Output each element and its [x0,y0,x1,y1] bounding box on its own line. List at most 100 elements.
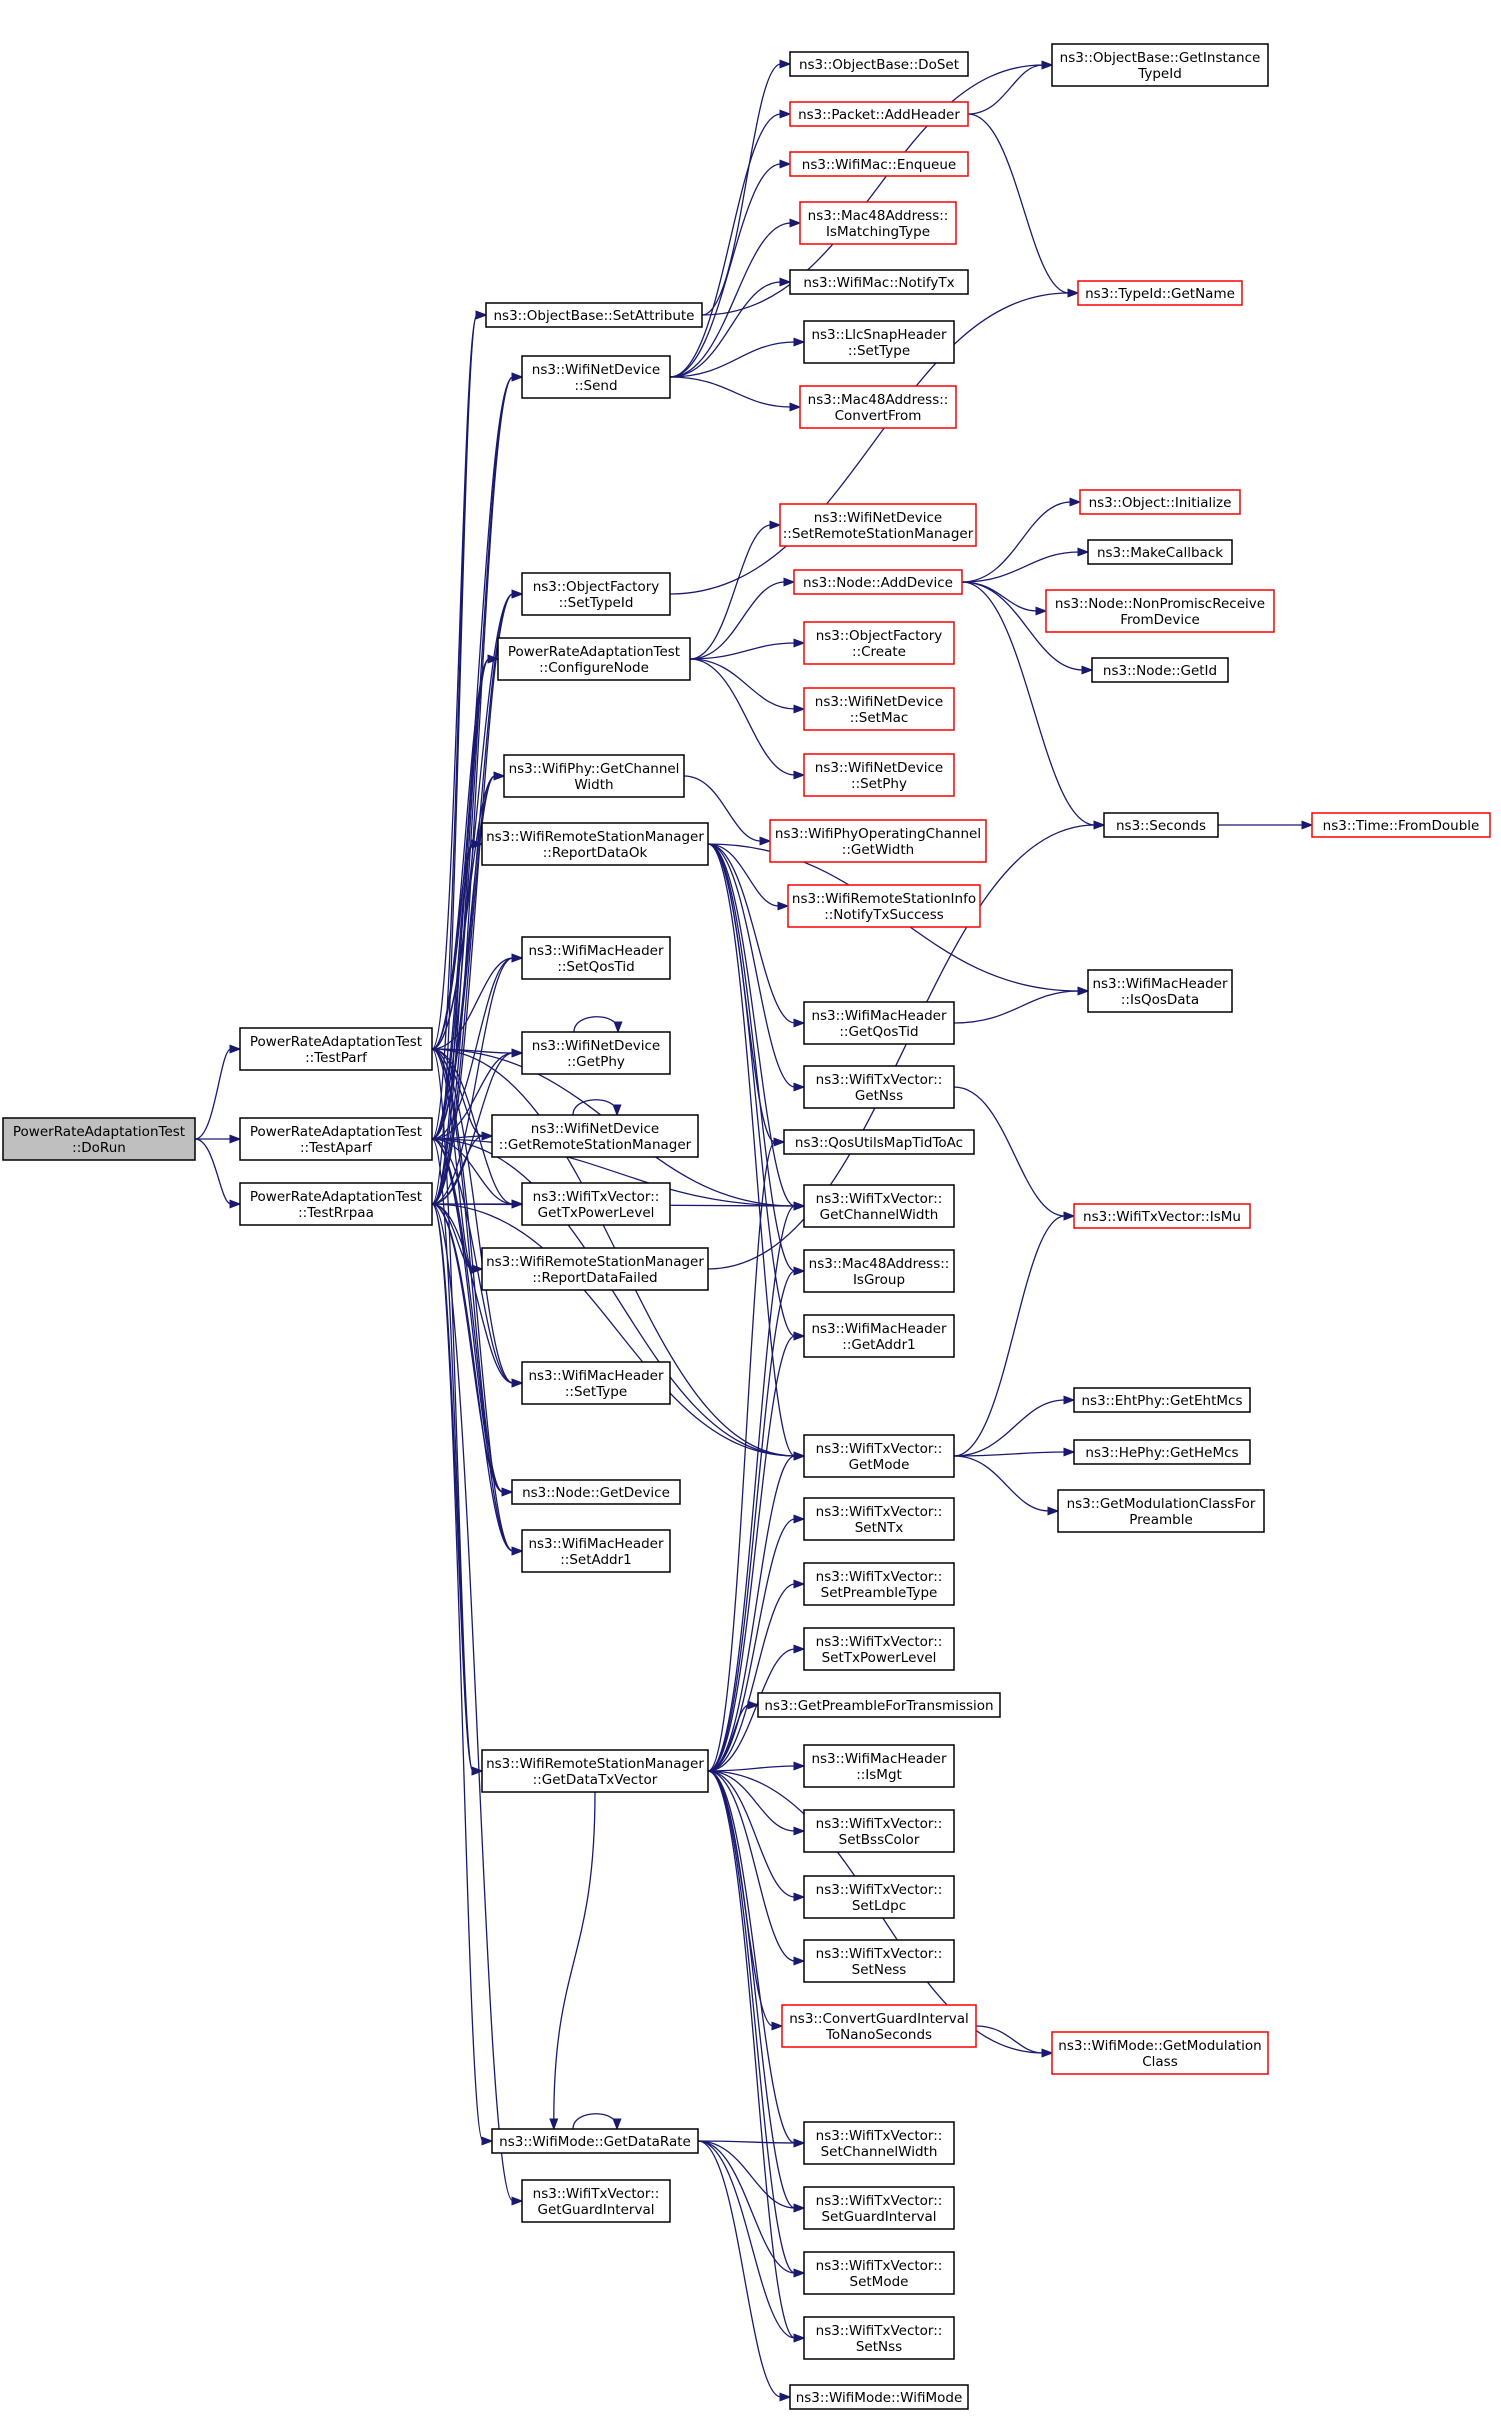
call-edge [689,520,782,660]
node-enqueue[interactable]: ns3::WifiMac::Enqueue [789,151,969,177]
node-wnd-setmac[interactable]: ns3::WifiNetDevice::SetMac [803,687,955,731]
node-label: SetMode [850,2274,909,2290]
call-edge [953,1447,1076,1457]
node-label: PowerRateAdaptationTest [508,644,680,660]
node-box [1073,1387,1251,1413]
node-label: ::Send [574,378,617,394]
node-isqosdata[interactable]: ns3::WifiMacHeader::IsQosData [1087,969,1233,1013]
node-doset[interactable]: ns3::ObjectBase::DoSet [789,51,969,77]
node-label: ns3::WifiMac::Enqueue [802,157,956,173]
node-settxpowerlevel[interactable]: ns3::WifiTxVector::SetTxPowerLevel [803,1627,955,1671]
call-edge [707,1137,786,1772]
node-typeid-getname[interactable]: ns3::TypeId::GetName [1077,280,1243,306]
node-box [2,1117,196,1161]
node-setattribute[interactable]: ns3::ObjectBase::SetAttribute [485,302,703,328]
node-getdatatxvector[interactable]: ns3::WifiRemoteStationManager::GetDataTx… [481,1749,709,1793]
node-box [1051,43,1269,87]
node-notifytxsuccess[interactable]: ns3::WifiRemoteStationInfo::NotifyTxSucc… [787,884,981,928]
node-wnd-send[interactable]: ns3::WifiNetDevice::Send [521,355,671,399]
node-testrrpaa[interactable]: PowerRateAdaptationTest::TestRrpaa [239,1182,433,1226]
node-label: ns3::WifiMacHeader [811,1008,947,1024]
node-setaddr1[interactable]: ns3::WifiMacHeader::SetAddr1 [521,1529,671,1573]
node-setpreambletype[interactable]: ns3::WifiTxVector::SetPreambleType [803,1562,955,1606]
node-getmodulationclass[interactable]: ns3::WifiMode::GetModulationClass [1051,2031,1269,2075]
node-setguardinterval[interactable]: ns3::WifiTxVector::SetGuardInterval [803,2186,955,2230]
node-box [803,1497,955,1541]
node-object-initialize[interactable]: ns3::Object::Initialize [1079,489,1241,515]
node-label: ns3::ObjectBase::DoSet [799,57,959,73]
node-getchannelwidth-tx[interactable]: ns3::WifiTxVector::GetChannelWidth [803,1184,955,1228]
node-setmode[interactable]: ns3::WifiTxVector::SetMode [803,2251,955,2295]
node-notifytx[interactable]: ns3::WifiMac::NotifyTx [789,269,969,295]
node-setqostid[interactable]: ns3::WifiMacHeader::SetQosTid [521,936,671,980]
node-testaparf[interactable]: PowerRateAdaptationTest::TestAparf [239,1117,433,1161]
node-configurenode[interactable]: PowerRateAdaptationTest::ConfigureNode [497,637,691,681]
node-label: ns3::WifiNetDevice [532,362,660,378]
node-getmode[interactable]: ns3::WifiTxVector::GetMode [803,1434,955,1478]
call-edge [967,60,1054,115]
call-edge [953,1455,1060,1516]
node-testparf[interactable]: PowerRateAdaptationTest::TestParf [239,1027,433,1071]
node-node-getid[interactable]: ns3::Node::GetId [1091,657,1229,683]
node-box [803,753,955,797]
node-node-adddevice[interactable]: ns3::Node::AddDevice [793,569,963,595]
node-setbsscolor[interactable]: ns3::WifiTxVector::SetBssColor [803,1809,955,1853]
node-label: ns3::GetPreambleForTransmission [764,1698,993,1714]
node-label: ToNanoSeconds [825,2027,932,2043]
node-gethemcs[interactable]: ns3::HePhy::GetHeMcs [1073,1439,1251,1465]
node-setnss[interactable]: ns3::WifiTxVector::SetNss [803,2316,955,2360]
call-edge [707,1331,806,1772]
node-getaddr1[interactable]: ns3::WifiMacHeader::GetAddr1 [803,1314,955,1358]
node-reportdatafailed[interactable]: ns3::WifiRemoteStationManager::ReportDat… [481,1247,709,1291]
node-label: ns3::ConvertGuardInterval [789,2011,969,2027]
node-ismatchingtype[interactable]: ns3::Mac48Address::IsMatchingType [799,201,957,245]
node-getnss[interactable]: ns3::WifiTxVector::GetNss [803,1065,955,1109]
node-getguardinterval[interactable]: ns3::WifiTxVector::GetGuardInterval [521,2179,671,2223]
node-setchannelwidth[interactable]: ns3::WifiTxVector::SetChannelWidth [803,2121,955,2165]
node-of-settypeid[interactable]: ns3::ObjectFactory::SetTypeId [521,572,671,616]
node-llc-settype[interactable]: ns3::LlcSnapHeader::SetType [803,320,955,364]
node-gettxpowerlevel[interactable]: ns3::WifiTxVector::GetTxPowerLevel [521,1182,671,1226]
node-getpreamblefortx[interactable]: ns3::GetPreambleForTransmission [757,1692,1001,1718]
node-setntx[interactable]: ns3::WifiTxVector::SetNTx [803,1497,955,1541]
node-box [793,569,963,595]
node-node-getdevice[interactable]: ns3::Node::GetDevice [511,1479,681,1505]
node-label: ns3::Object::Initialize [1089,495,1232,511]
node-convertfrom[interactable]: ns3::Mac48Address::ConvertFrom [799,385,957,429]
node-getchannelwidth-phy[interactable]: ns3::WifiPhy::GetChannelWidth [503,754,685,798]
node-label: ::SetRemoteStationManager [783,526,974,542]
node-wnd-setphy[interactable]: ns3::WifiNetDevice::SetPhy [803,753,955,797]
node-makecallback[interactable]: ns3::MakeCallback [1087,539,1233,565]
node-dorun[interactable]: PowerRateAdaptationTest::DoRun [2,1117,196,1161]
node-getehtmcs[interactable]: ns3::EhtPhy::GetEhtMcs [1073,1387,1251,1413]
node-wnd-getrsm[interactable]: ns3::WifiNetDevice::GetRemoteStationMana… [491,1114,699,1158]
node-setness[interactable]: ns3::WifiTxVector::SetNess [803,1939,955,1983]
node-getqostid[interactable]: ns3::WifiMacHeader::GetQosTid [803,1001,955,1045]
node-settype-mac[interactable]: ns3::WifiMacHeader::SetType [521,1361,671,1405]
node-seconds[interactable]: ns3::Seconds [1103,812,1219,838]
node-fromdouble[interactable]: ns3::Time::FromDouble [1311,812,1491,838]
node-poc-getwidth[interactable]: ns3::WifiPhyOperatingChannel::GetWidth [769,819,987,863]
node-of-create[interactable]: ns3::ObjectFactory::Create [803,621,955,665]
node-reportdataok[interactable]: ns3::WifiRemoteStationManager::ReportDat… [481,822,709,866]
node-ismu[interactable]: ns3::WifiTxVector::IsMu [1073,1203,1251,1229]
node-getdatarate[interactable]: ns3::WifiMode::GetDataRate [491,2128,699,2154]
node-box [757,1692,1001,1718]
node-qosutils[interactable]: ns3::QosUtilsMapTidToAc [783,1129,975,1155]
node-setldpc[interactable]: ns3::WifiTxVector::SetLdpc [803,1875,955,1919]
node-wnd-setrsm[interactable]: ns3::WifiNetDevice::SetRemoteStationMana… [779,503,977,547]
node-wifimode-wifimode[interactable]: ns3::WifiMode::WifiMode [789,2384,969,2410]
node-box [481,822,709,866]
node-label: ns3::WifiTxVector::IsMu [1083,1209,1241,1225]
node-wnd-getphy[interactable]: ns3::WifiNetDevice::GetPhy [521,1031,671,1075]
node-isgroup[interactable]: ns3::Mac48Address::IsGroup [803,1249,955,1293]
node-box [781,2004,977,2048]
node-addheader[interactable]: ns3::Packet::AddHeader [789,101,969,127]
nodes-layer: PowerRateAdaptationTest::DoRunPowerRateA… [2,43,1491,2410]
node-ismgt[interactable]: ns3::WifiMacHeader::IsMgt [803,1744,955,1788]
